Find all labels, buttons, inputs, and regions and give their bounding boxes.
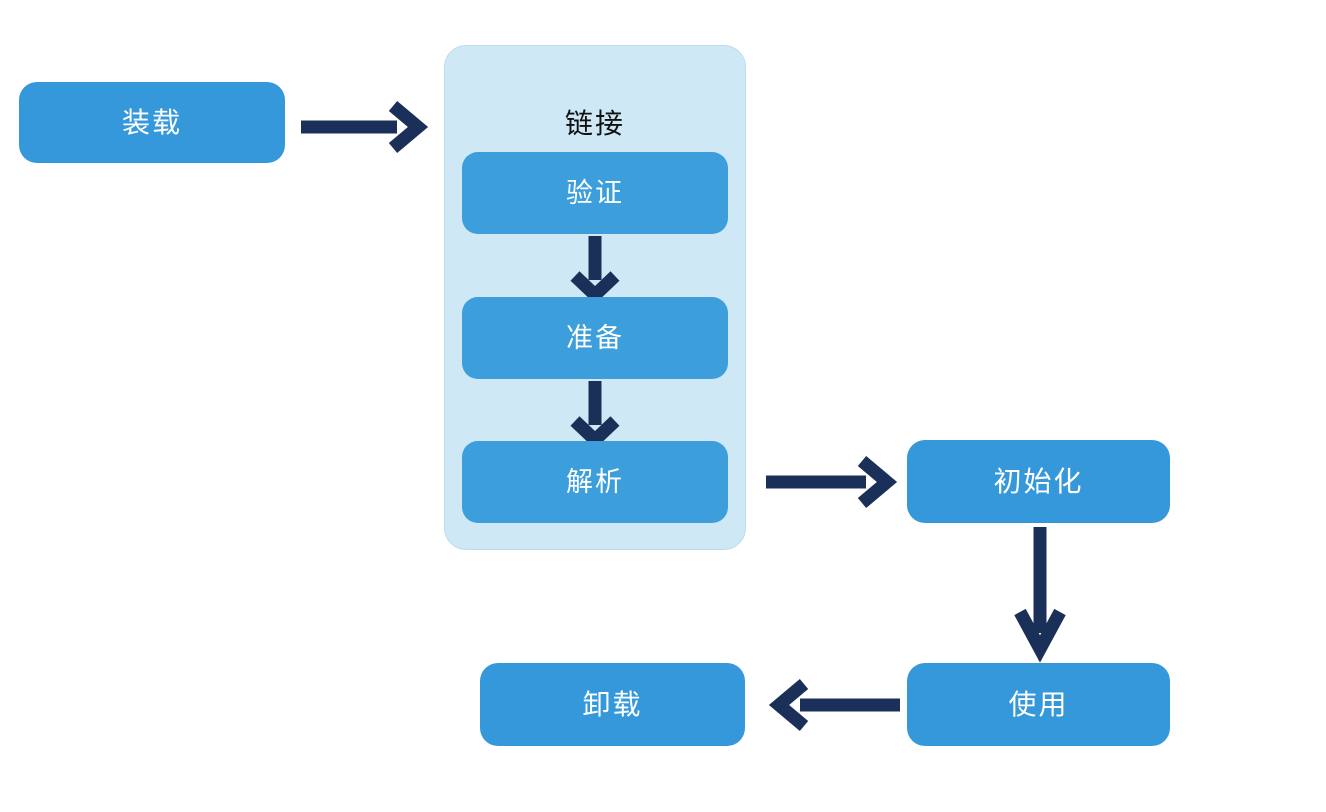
node-initialize[interactable]: 初始化	[907, 440, 1170, 523]
node-load[interactable]: 装载	[19, 82, 285, 163]
node-initialize-label: 初始化	[993, 465, 1084, 497]
arrow-initialize-to-use	[1014, 527, 1066, 663]
node-unload-label: 卸载	[582, 688, 643, 720]
node-resolve-label: 解析	[566, 466, 624, 497]
arrow-use-to-unload	[766, 679, 900, 731]
node-verify[interactable]: 验证	[462, 152, 728, 234]
node-use-label: 使用	[1008, 688, 1069, 720]
node-load-label: 装载	[121, 106, 182, 138]
node-prepare[interactable]: 准备	[462, 297, 728, 379]
node-verify-label: 验证	[566, 177, 624, 208]
node-prepare-label: 准备	[566, 322, 624, 353]
arrow-load-to-link	[301, 101, 429, 153]
node-use[interactable]: 使用	[907, 663, 1170, 746]
node-resolve[interactable]: 解析	[462, 441, 728, 523]
arrow-link-to-initialize	[766, 456, 898, 508]
group-link-title: 链接	[564, 108, 625, 139]
node-unload[interactable]: 卸载	[480, 663, 745, 746]
